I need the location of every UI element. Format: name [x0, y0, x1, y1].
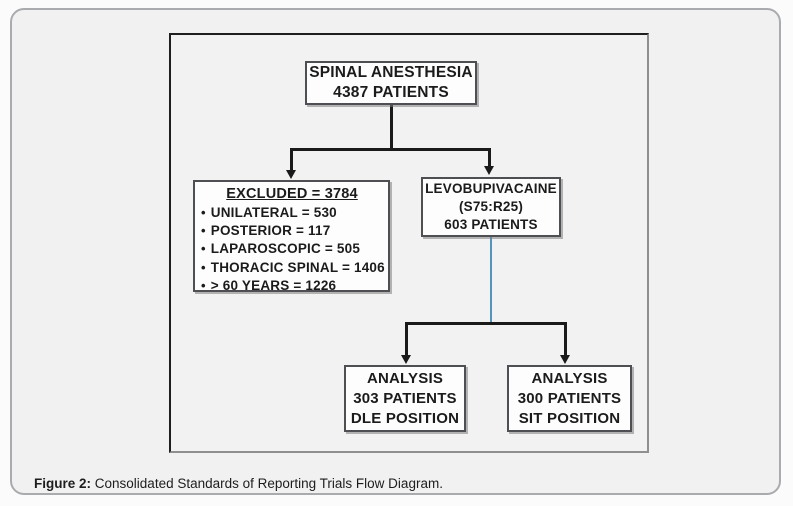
list-item: • UNILATERAL = 530 [201, 204, 383, 222]
node-spinal-anesthesia: SPINAL ANESTHESIA 4387 PATIENTS [305, 61, 477, 105]
connector-excluded-stem [290, 148, 293, 171]
node-spinal-anesthesia-line1: SPINAL ANESTHESIA [309, 64, 473, 81]
caption-text: Consolidated Standards of Reporting Tria… [94, 476, 443, 491]
list-item: • POSTERIOR = 117 [201, 222, 383, 240]
node-analysis-dle-line2: 303 PATIENTS [353, 389, 457, 407]
caption-label: Figure 2: [34, 476, 92, 491]
connector-analysis-sit-stem [564, 322, 567, 356]
list-item: • THORACIC SPINAL = 1406 [201, 259, 385, 277]
bullet-icon: • [201, 259, 206, 275]
connector-levo-stem [488, 148, 491, 167]
node-analysis-dle: ANALYSIS 303 PATIENTS DLE POSITION [344, 365, 466, 432]
connector-top-vertical [390, 105, 393, 150]
node-analysis-sit-line2: 300 PATIENTS [517, 389, 622, 407]
node-levobupivacaine-line2: (S75:R25) [458, 199, 524, 214]
figure-caption: Figure 2: Consolidated Standards of Repo… [34, 476, 443, 491]
arrow-to-excluded-icon [286, 170, 296, 179]
connector-levo-vertical-blue [490, 237, 492, 324]
arrow-to-levobupivacaine-icon [484, 166, 494, 175]
arrow-to-analysis-dle-icon [401, 355, 411, 364]
node-analysis-sit-line3: SIT POSITION [518, 409, 621, 427]
node-excluded: EXCLUDED = 3784 • UNILATERAL = 530 • POS… [193, 180, 390, 295]
node-levobupivacaine-line1: LEVOBUPIVACAINE [425, 181, 557, 196]
excluded-item-text: LAPAROSCOPIC = 505 [210, 241, 361, 257]
flow-diagram: SPINAL ANESTHESIA 4387 PATIENTS EXCLUDED… [169, 33, 649, 453]
excluded-item-text: UNILATERAL = 530 [210, 205, 337, 220]
excluded-item-text: POSTERIOR = 117 [210, 223, 331, 239]
list-item: • LAPAROSCOPIC = 505 [201, 240, 383, 258]
connector-analysis-dle-stem [405, 322, 408, 356]
bullet-icon: • [201, 205, 206, 220]
bullet-icon: • [201, 241, 206, 257]
arrow-to-analysis-sit-icon [560, 355, 570, 364]
node-analysis-sit: ANALYSIS 300 PATIENTS SIT POSITION [507, 365, 632, 432]
node-excluded-title: EXCLUDED = 3784 [226, 186, 358, 202]
figure-frame: SPINAL ANESTHESIA 4387 PATIENTS EXCLUDED… [10, 8, 781, 495]
node-levobupivacaine-line3: 603 PATIENTS [444, 217, 538, 232]
connector-analysis-horizontal [405, 322, 567, 325]
excluded-item-text: > 60 YEARS = 1226 [210, 277, 337, 293]
node-analysis-dle-line3: DLE POSITION [350, 409, 460, 427]
bullet-icon: • [201, 277, 206, 293]
bullet-icon: • [201, 223, 206, 239]
node-analysis-dle-line1: ANALYSIS [366, 369, 444, 387]
connector-top-horizontal [290, 148, 491, 151]
excluded-item-text: THORACIC SPINAL = 1406 [210, 259, 385, 275]
node-analysis-sit-line1: ANALYSIS [531, 369, 608, 387]
node-levobupivacaine: LEVOBUPIVACAINE (S75:R25) 603 PATIENTS [421, 177, 561, 237]
list-item: • > 60 YEARS = 1226 [201, 277, 383, 295]
node-spinal-anesthesia-line2: 4387 PATIENTS [333, 84, 449, 101]
